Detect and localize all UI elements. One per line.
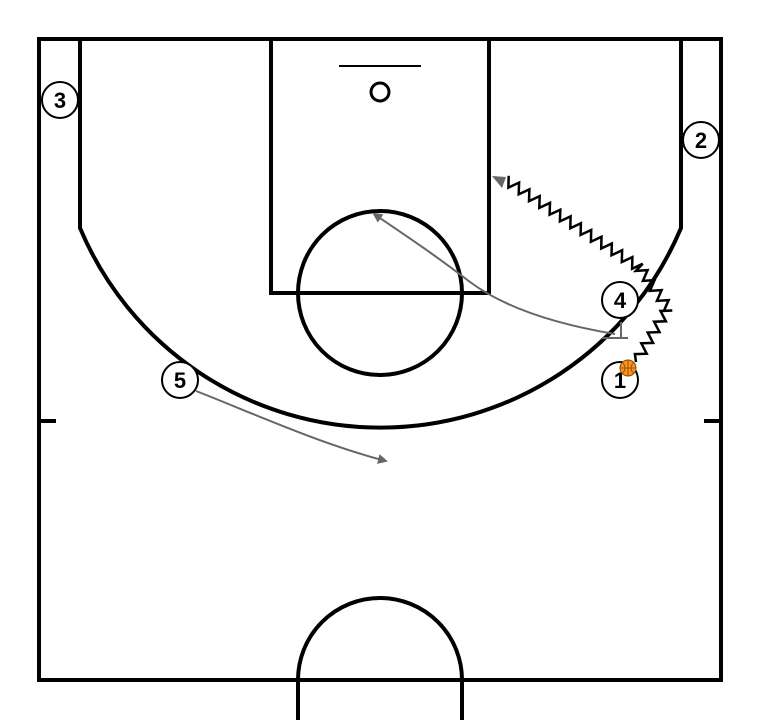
dribble-path-player-1: [507, 175, 673, 363]
player-2: 2: [682, 121, 720, 159]
player-2-circle: [682, 121, 720, 159]
player-4-circle: [601, 281, 639, 319]
player-1: 1: [601, 359, 639, 399]
player-3-label: 3: [54, 88, 66, 113]
player-5: 5: [161, 361, 199, 399]
court-lines: [37, 37, 723, 720]
free-throw-lane: [269, 37, 491, 295]
players: 3 2 4 5 1: [41, 81, 720, 399]
dribble-arrowhead: [492, 176, 506, 188]
cut-arrow-player-4: [372, 212, 616, 335]
player-4: 4: [601, 281, 639, 319]
player-5-label: 5: [174, 368, 186, 393]
basketball-icon: [619, 359, 637, 377]
player-4-label: 4: [614, 288, 627, 313]
player-3-circle: [41, 81, 79, 119]
player-2-label: 2: [695, 128, 707, 153]
player-5-circle: [161, 361, 199, 399]
basket-rim: [369, 81, 391, 103]
screen-mark-player-4: [602, 322, 628, 339]
court-boundary: [37, 37, 723, 682]
cut-arrow-player-5: [195, 390, 388, 464]
free-throw-circle: [296, 209, 464, 377]
movement-lines: [195, 175, 673, 464]
player-3: 3: [41, 81, 79, 119]
center-circle-arc: [296, 596, 464, 720]
